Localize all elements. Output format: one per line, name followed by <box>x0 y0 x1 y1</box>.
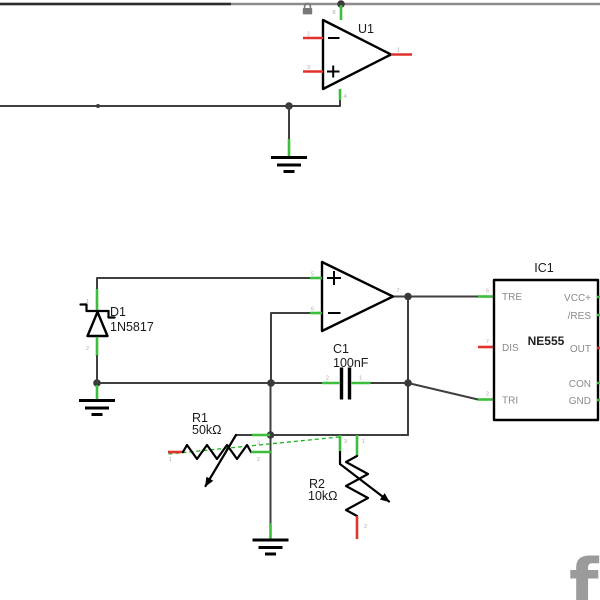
r2-value-label[interactable]: 10kΩ <box>308 489 338 503</box>
opamp-u1[interactable]: U1 2 3 1 8 4 <box>303 5 412 100</box>
ground-symbol-top[interactable] <box>271 105 307 173</box>
ic1-part-label: NE555 <box>528 334 565 348</box>
d1-ref-label[interactable]: D1 <box>110 305 126 319</box>
u1-triangle[interactable] <box>321 18 393 91</box>
opamp2-triangle[interactable] <box>320 260 395 333</box>
r2-pin-number: 3 <box>344 439 347 445</box>
d1-value-label[interactable]: 1N5817 <box>110 320 154 334</box>
opamp2-pin-number: 7 <box>397 288 400 294</box>
r2-pin-number: 2 <box>364 524 367 530</box>
junction-dot <box>404 292 412 301</box>
wire-opamp-minus[interactable] <box>270 312 311 384</box>
u1-pin-number: 8 <box>333 10 336 16</box>
potentiometer-r2[interactable]: R2 10kΩ 3 1 2 <box>308 435 391 539</box>
junction-dot <box>266 431 275 439</box>
d1-pin-number: 2 <box>86 346 89 352</box>
opamp2-pin-number: 6 <box>311 307 314 313</box>
r2-wiper-arrow <box>338 462 391 503</box>
ic1-pin-name: CON <box>569 379 591 390</box>
lock-body <box>302 8 313 15</box>
lock-shackle <box>303 2 312 8</box>
u1-pin-number: 2 <box>307 32 310 38</box>
r1-ref-label[interactable]: R1 <box>192 411 208 425</box>
r1-pin-number: 2 <box>257 457 260 463</box>
wire-d1-to-opamp-plus[interactable] <box>96 277 311 290</box>
r1-value-label[interactable]: 50kΩ <box>192 423 222 437</box>
d1-triangle <box>86 310 109 338</box>
capacitor-c1[interactable]: C1 100nF 2 1 <box>322 342 371 400</box>
ic1-body[interactable] <box>492 278 600 422</box>
r1-wiper-arrow <box>204 433 238 488</box>
r2-pin-number: 1 <box>362 439 365 445</box>
potentiometer-r1[interactable]: R1 50kΩ 1 3 2 <box>168 411 271 488</box>
ic1-ne555[interactable]: IC1 NE555 TRE DIS TRI 6 7 2 VCC+ /RES OU… <box>478 261 600 422</box>
ic1-pin-name: VCC+ <box>564 293 591 304</box>
r2-zigzag[interactable] <box>344 454 370 518</box>
r2-ref-label[interactable]: R2 <box>309 477 325 491</box>
u1-ref-label[interactable]: U1 <box>358 22 374 36</box>
c1-value-label[interactable]: 100nF <box>333 356 369 370</box>
ic1-pin-name: OUT <box>570 344 591 355</box>
ic1-pin-number: 6 <box>486 289 489 295</box>
ic1-pin-name: TRI <box>502 396 518 407</box>
c1-pin-number: 1 <box>359 376 362 382</box>
diode-d1[interactable]: D1 1N5817 1 2 <box>79 289 154 384</box>
u1-pin-number: 4 <box>344 94 347 100</box>
ic1-pin-name: /RES <box>568 311 592 322</box>
wire-to-tri[interactable] <box>407 382 479 401</box>
u1-pin-number: 1 <box>397 48 400 54</box>
ic1-ref-label[interactable]: IC1 <box>534 261 554 275</box>
lock-icon[interactable] <box>302 2 313 15</box>
r1-pin-number: 3 <box>257 441 260 447</box>
c1-ref-label[interactable]: C1 <box>333 342 349 356</box>
ground-symbol-left[interactable] <box>79 385 115 416</box>
ic1-pin-name: TRE <box>502 292 522 303</box>
ic1-pin-number: 2 <box>486 392 489 398</box>
ic1-pin-number: 7 <box>486 339 489 345</box>
junction-dot <box>337 0 345 8</box>
u1-pin-number: 3 <box>307 65 310 71</box>
r1-zigzag[interactable] <box>181 443 253 461</box>
wire-vertex-dot <box>96 104 100 108</box>
r1-pin-number: 1 <box>169 457 172 463</box>
ground-symbol-bottom[interactable] <box>252 523 289 556</box>
junction-dot <box>404 379 412 387</box>
junction-dot <box>267 379 275 387</box>
ic1-pin-name: DIS <box>502 343 519 354</box>
opamp2-pin-number: 5 <box>311 272 314 278</box>
ratsnest-line[interactable] <box>168 436 340 455</box>
ic1-pin-name: GND <box>569 396 591 407</box>
opamp-unit2[interactable]: 5 6 7 <box>310 260 400 333</box>
d1-pin-number: 1 <box>86 299 89 305</box>
fritzing-watermark: f <box>569 545 600 600</box>
c1-pin-number: 2 <box>326 376 329 382</box>
wire-u1-vee[interactable] <box>0 98 341 107</box>
